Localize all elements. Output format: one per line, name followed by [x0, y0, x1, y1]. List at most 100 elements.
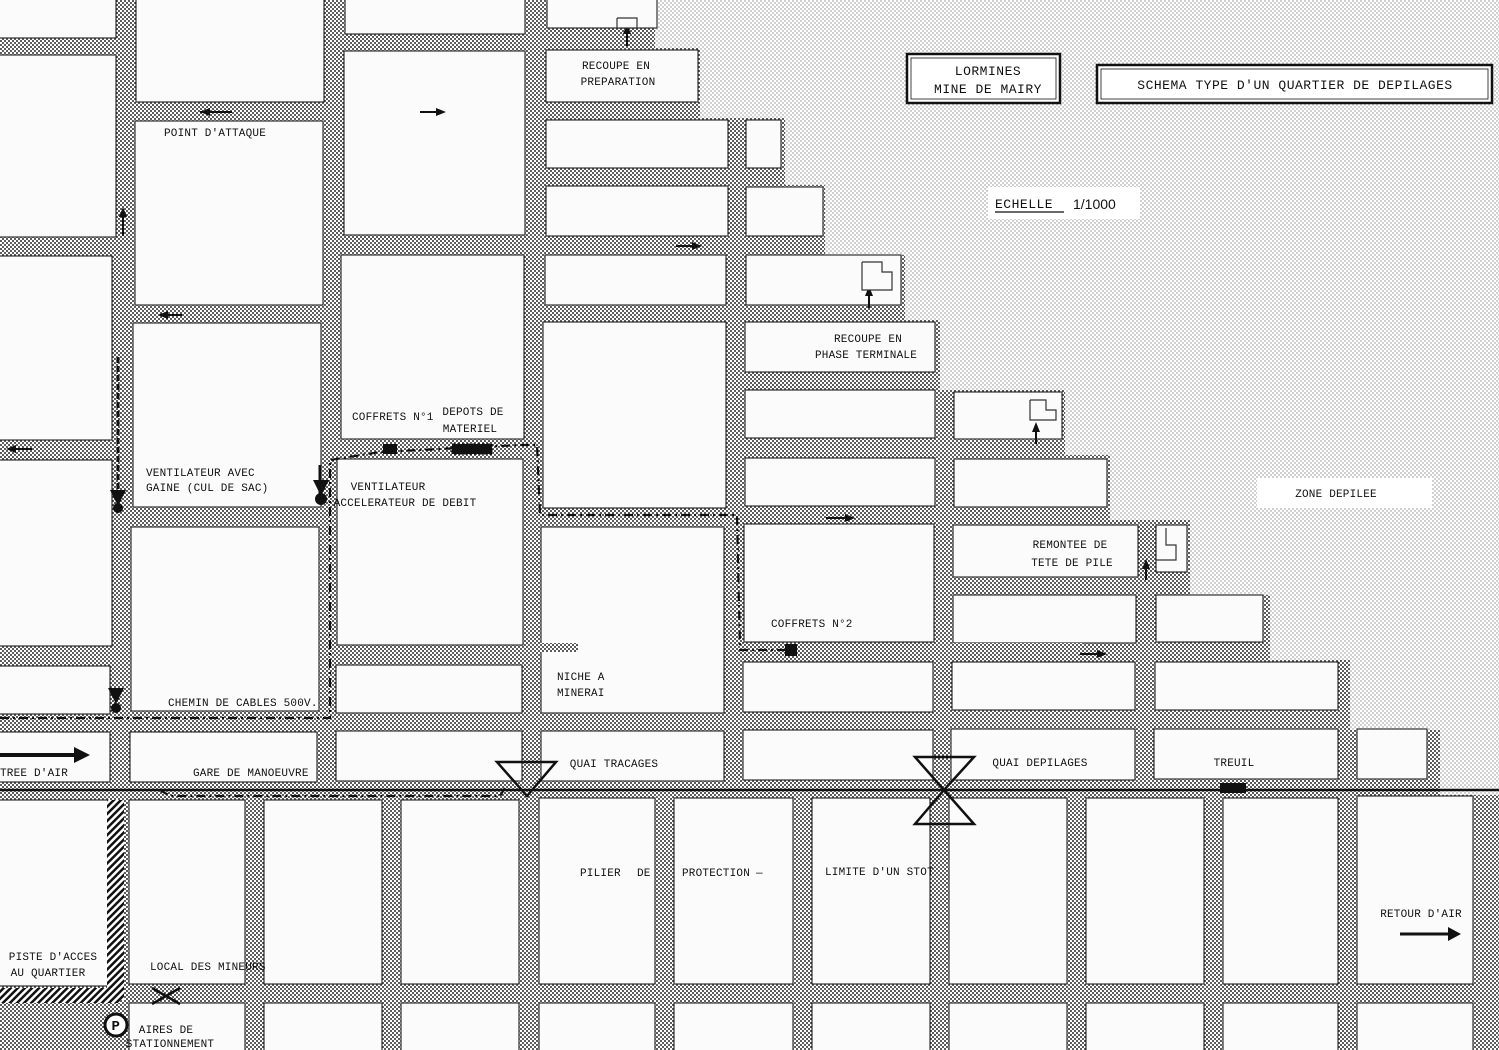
label-recoupe-term: RECOUPE EN	[834, 334, 902, 346]
pillar	[0, 255, 113, 441]
pillar	[1085, 1002, 1205, 1050]
pillar	[744, 457, 936, 507]
label-piste: PISTE D'ACCES	[9, 952, 98, 964]
pillar	[128, 1002, 246, 1050]
pillar	[950, 728, 1136, 781]
label-piste-2: AU QUARTIER	[11, 968, 86, 980]
fan-symbols	[108, 480, 329, 713]
label-coffrets-2: COFFRETS N°2	[771, 619, 853, 631]
label-de: DE	[637, 868, 651, 880]
label-coffrets-1: COFFRETS N°1	[352, 412, 434, 424]
pillar	[400, 799, 520, 985]
pillar	[538, 1002, 656, 1050]
zone-depilee-box	[1257, 478, 1432, 508]
pillar	[1153, 728, 1339, 780]
pillar	[545, 49, 699, 103]
pillar	[952, 524, 1139, 578]
access-track-hatch	[0, 988, 120, 1003]
label-recoupe-prep-2: PREPARATION	[581, 77, 656, 89]
pillar	[952, 594, 1137, 644]
pillar	[948, 1002, 1068, 1050]
pillar	[400, 1002, 520, 1050]
parking-icon	[103, 1012, 129, 1038]
pillar	[1222, 797, 1339, 985]
air-flow-arrows	[0, 24, 1461, 941]
label-niche-2: MINERAI	[557, 688, 605, 700]
pillar	[744, 389, 936, 439]
label-chemin-cables: CHEMIN DE CABLES 500V.	[168, 698, 318, 710]
label-ventil-accel-2: ACCELERATEUR DE DEBIT	[334, 498, 477, 510]
parking-letter: P	[112, 1019, 121, 1035]
pillar	[742, 661, 934, 713]
label-niche: NICHE A	[557, 672, 605, 684]
pillar	[0, 799, 109, 987]
pillar	[811, 1002, 931, 1050]
label-treuil: TREUIL	[1214, 758, 1255, 770]
pillar	[1222, 1002, 1339, 1050]
map-title: SCHEMA TYPE D'UN QUARTIER DE DEPILAGES	[1137, 78, 1452, 93]
pillar	[134, 120, 324, 306]
cable-route	[0, 443, 785, 720]
pillar	[1356, 1002, 1474, 1050]
scale-label: ECHELLE	[995, 197, 1053, 212]
pillar	[540, 730, 725, 782]
pillar	[344, 0, 526, 35]
title-box: SCHEMA TYPE D'UN QUARTIER DE DEPILAGES	[1095, 63, 1494, 105]
pillar	[335, 664, 523, 714]
pillar	[953, 458, 1108, 508]
label-dash: —	[755, 868, 763, 880]
pillar	[743, 523, 935, 643]
label-local-mineurs: LOCAL DES MINEURS	[150, 962, 266, 974]
recess-cuts	[540, 174, 1123, 652]
pillar	[132, 322, 322, 508]
pillar	[335, 730, 523, 782]
pillar	[135, 0, 325, 103]
label-entree-air: TREE D'AIR	[0, 768, 68, 780]
label-depots: DEPOTS DE	[442, 407, 503, 419]
pillar	[811, 797, 931, 985]
pillar	[0, 0, 117, 39]
pillar	[1356, 795, 1474, 985]
pillar	[948, 797, 1068, 985]
pillar	[1155, 594, 1264, 643]
label-aires-2: STATIONNEMENT	[126, 1039, 215, 1050]
pillar	[336, 458, 524, 646]
pillar	[340, 254, 525, 440]
label-quai-tracages: QUAI TRACAGES	[570, 759, 659, 771]
cable-route-lower	[159, 787, 506, 798]
map-labels: RECOUPE EN PREPARATION POINT D'ATTAQUE R…	[0, 61, 1462, 1050]
label-quai-depilages: QUAI DEPILAGES	[992, 758, 1087, 770]
pillar	[0, 54, 117, 238]
face-outlines	[616, 17, 1177, 561]
pillar	[129, 731, 318, 783]
pillar	[742, 729, 934, 781]
pillar	[343, 50, 526, 236]
pillar	[745, 186, 824, 237]
pillar	[673, 797, 794, 985]
label-ventil-gaine: VENTILATEUR AVEC	[146, 468, 255, 480]
label-recoupe-prep: RECOUPE EN	[582, 61, 650, 73]
label-remontee: REMONTEE DE	[1033, 540, 1108, 552]
pillar	[544, 254, 727, 306]
label-recoupe-term-2: PHASE TERMINALE	[815, 350, 917, 362]
label-point-attaque: POINT D'ATTAQUE	[164, 128, 266, 140]
label-aires: AIRES DE	[139, 1025, 194, 1037]
pillar	[263, 1002, 383, 1050]
scale-value: 1/1000	[1073, 196, 1116, 212]
pillar	[545, 119, 729, 169]
company-box: LORMINES MINE DE MAIRY	[905, 52, 1062, 105]
depot-symbol	[451, 443, 493, 455]
pillar	[951, 661, 1136, 711]
label-remontee-2: TETE DE PILE	[1031, 558, 1113, 570]
pillar	[0, 459, 113, 647]
treuil-symbol	[1220, 783, 1246, 793]
access-track-hatch	[107, 800, 124, 1000]
pillar	[546, 0, 658, 29]
pillar	[540, 526, 725, 714]
pillar	[545, 185, 729, 237]
pillar	[1085, 797, 1205, 985]
pillar	[0, 665, 111, 715]
pillar	[128, 799, 246, 985]
label-pilier: PILIER	[580, 868, 621, 880]
